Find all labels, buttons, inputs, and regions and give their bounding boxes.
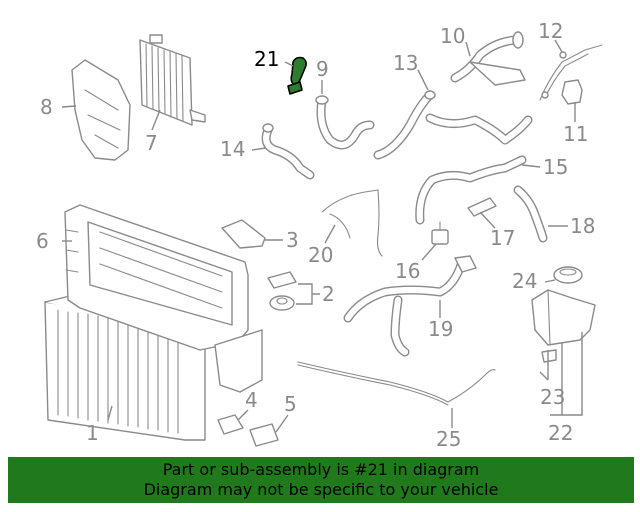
callout-labels: 1 2 3 4 5 6 7 8 9 10 11 12 13 14 15 16 1… (36, 19, 595, 451)
callout-5: 5 (284, 392, 297, 416)
part-13-coolant-hose (373, 90, 533, 160)
callout-9: 9 (316, 57, 329, 81)
part-17-sensor (467, 197, 497, 217)
callout-4: 4 (245, 388, 258, 412)
callout-13: 13 (393, 51, 418, 75)
part-11-fitting (561, 79, 583, 105)
callout-1: 1 (86, 421, 99, 445)
part-19-hose-assembly (343, 255, 477, 357)
callout-7: 7 (145, 131, 158, 155)
callout-6: 6 (36, 229, 49, 253)
callout-12: 12 (538, 19, 563, 43)
part-6-radiator-frame (64, 204, 263, 393)
part-3-bracket (221, 219, 266, 249)
callout-23: 23 (540, 385, 565, 409)
part-20-pipe (321, 189, 383, 257)
callout-17: 17 (490, 226, 515, 250)
callout-16: 16 (395, 259, 420, 283)
part-2-mounts (267, 271, 297, 311)
part-24-tank-cap (553, 266, 583, 284)
part-25-pipe (297, 361, 496, 406)
callout-25: 25 (436, 427, 461, 451)
callout-11: 11 (563, 122, 588, 146)
part-15-hose (415, 155, 527, 225)
part-5-bracket (249, 423, 279, 447)
part-21-hose-highlighted (287, 56, 307, 95)
callout-20: 20 (308, 243, 333, 267)
part-14-hose (261, 123, 315, 180)
part-12-pipe (539, 44, 603, 101)
banner-line-part: Part or sub-assembly is #21 in diagram (162, 460, 480, 479)
part-22-expansion-tank (531, 289, 596, 346)
part-7-condenser (139, 34, 206, 126)
callout-3: 3 (286, 228, 299, 252)
part-9-upper-hose (315, 95, 375, 150)
leader-lines (61, 39, 583, 433)
callout-18: 18 (570, 214, 595, 238)
banner-line-disclaimer: Diagram may not be specific to your vehi… (143, 480, 499, 499)
part-16-valve (431, 221, 449, 245)
part-4-bracket (217, 414, 244, 435)
callout-15: 15 (543, 155, 568, 179)
parts-diagram: 1 2 3 4 5 6 7 8 9 10 11 12 13 14 15 16 1… (36, 19, 603, 451)
callout-24: 24 (512, 269, 537, 293)
callout-21-highlighted: 21 (254, 47, 279, 71)
callout-8: 8 (40, 95, 53, 119)
part-18-hose (513, 185, 548, 243)
callout-22: 22 (548, 421, 573, 445)
part-23-tank-fitting (541, 349, 557, 363)
part-10-intake-hose (450, 31, 526, 86)
info-banner: Part or sub-assembly is #21 in diagram D… (8, 457, 634, 503)
callout-14: 14 (220, 137, 245, 161)
callout-10: 10 (440, 24, 465, 48)
part-8-air-deflector (71, 59, 131, 161)
callout-19: 19 (428, 317, 453, 341)
callout-2: 2 (322, 282, 335, 306)
